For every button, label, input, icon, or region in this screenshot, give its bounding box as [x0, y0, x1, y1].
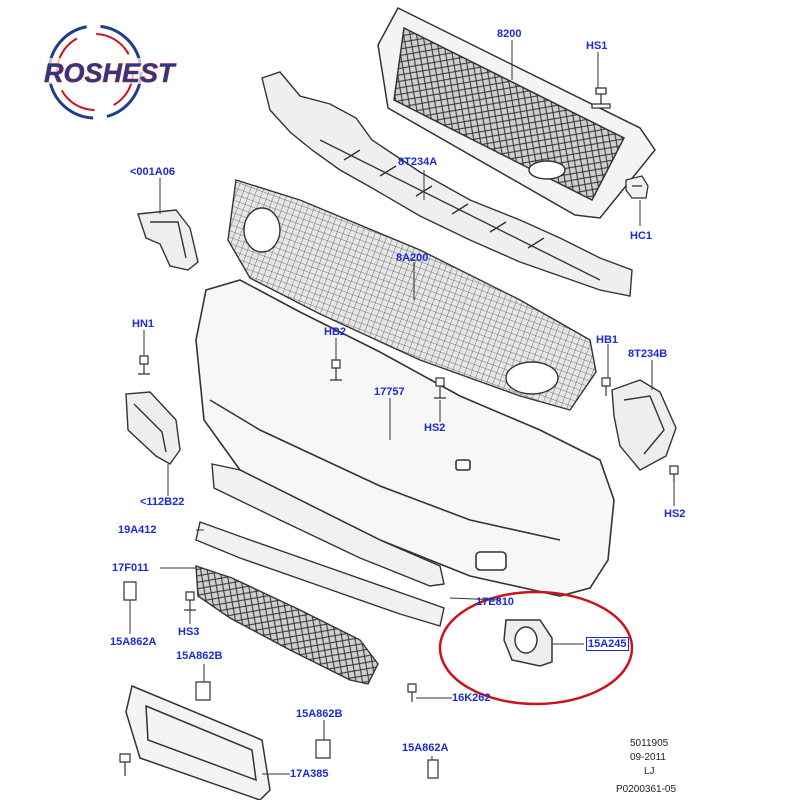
logo-text: ROSHEST	[44, 58, 177, 88]
lower-grille-17f011	[195, 565, 379, 685]
callout-17757: 17757	[374, 386, 405, 398]
callout-17e810: 17E810	[476, 596, 514, 608]
callout-112b22: <112B22	[140, 496, 185, 508]
footer-region: LJ	[644, 766, 655, 777]
foglamp-trim-15a245	[503, 619, 553, 667]
callout-hc1: HC1	[630, 230, 653, 242]
callout-15a862b-1: 15A862B	[176, 650, 223, 662]
fasteners	[138, 355, 679, 482]
callout-19a412: 19A412	[118, 524, 157, 536]
hc1-clip-shape	[625, 175, 649, 199]
callout-hb1: HB1	[596, 334, 619, 346]
bumper-cover-17757	[195, 279, 615, 597]
footer-date: 09-2011	[630, 752, 666, 763]
callout-hs2-b: HS2	[664, 508, 686, 520]
callout-16k262: 16K262	[452, 692, 491, 704]
callout-001a06: <001A06	[130, 166, 175, 178]
clips-lower	[123, 581, 439, 779]
reinforcement-8a200	[227, 179, 597, 411]
callout-hb2: HB2	[324, 326, 347, 338]
bracket-8t234b	[611, 379, 677, 471]
callout-17a385: 17A385	[290, 768, 329, 780]
callout-17f011: 17F011	[112, 562, 149, 574]
grille-8200	[377, 7, 656, 219]
highlight-ring	[438, 590, 634, 706]
callout-8t234a: 8T234A	[398, 156, 438, 168]
callout-hs3: HS3	[178, 626, 200, 638]
bracket-8t234a	[261, 71, 633, 297]
callout-15a245: 15A245	[586, 637, 629, 651]
callout-8a200: 8A200	[396, 252, 429, 264]
brand-logo: ROSHEST	[42, 24, 242, 120]
callout-8t234b: 8T234B	[628, 348, 668, 360]
bracket-001a06	[137, 209, 199, 271]
spoiler-17e810	[195, 521, 445, 627]
leader-lines	[129, 40, 675, 775]
plate-bracket-17a385	[125, 684, 271, 800]
lower-strip-19a412	[211, 463, 445, 587]
hs1-screw-shape	[591, 87, 611, 109]
callout-15a862b-2: 15A862B	[296, 708, 343, 720]
callout-hn1: HN1	[132, 318, 155, 330]
footer-ref: P0200361-05	[616, 784, 677, 795]
callout-15a862a-2: 15A862A	[402, 742, 449, 754]
footer-code: 5011905	[630, 738, 669, 749]
bracket-112b22	[125, 391, 181, 465]
callout-hs1: HS1	[586, 40, 608, 52]
callout-hs2-a: HS2	[424, 422, 446, 434]
callout-8200: 8200	[497, 28, 522, 40]
plate-screw	[119, 753, 131, 776]
callout-15a862a-1: 15A862A	[110, 636, 157, 648]
